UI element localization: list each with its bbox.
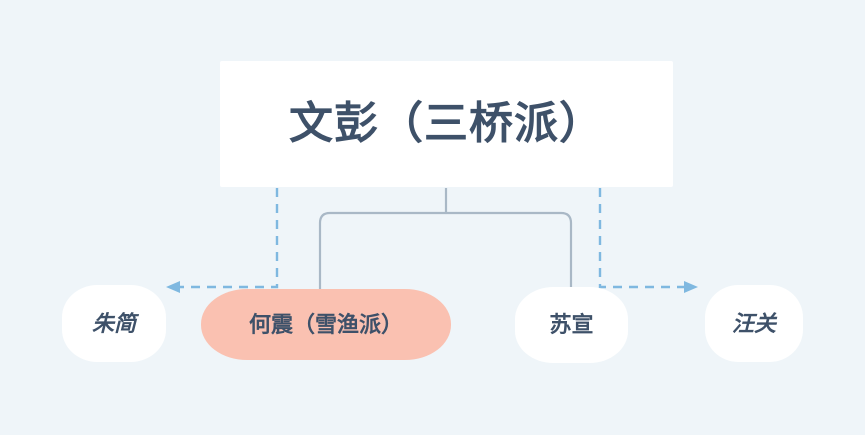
dashed-connector-left-group	[166, 188, 279, 293]
bracket-to-hezhen	[318, 211, 448, 294]
dashed-edge-left	[176, 188, 279, 289]
node-zhujian[interactable]: 朱简	[62, 285, 166, 362]
node-wangguan-label: 汪关	[731, 310, 776, 336]
node-hezhen-label: 何震（雪渔派）	[248, 311, 403, 337]
node-suxuan[interactable]: 苏宣	[515, 287, 628, 363]
node-wangguan[interactable]: 汪关	[705, 285, 803, 362]
dashed-edge-right	[598, 188, 688, 289]
dashed-connector-right-group	[598, 188, 698, 293]
arrowhead-left-icon	[166, 281, 180, 293]
arrowhead-right-icon	[684, 281, 698, 293]
node-suxuan-label: 苏宣	[549, 312, 594, 337]
node-hezhen[interactable]: 何震（雪渔派）	[201, 289, 451, 360]
root-node-wenpeng[interactable]: 文彭（三桥派）	[220, 61, 673, 187]
root-node-label: 文彭（三桥派）	[289, 99, 604, 148]
solid-connector-group	[318, 188, 573, 294]
bracket-to-suxuan	[444, 211, 573, 294]
node-zhujian-label: 朱简	[91, 310, 136, 336]
